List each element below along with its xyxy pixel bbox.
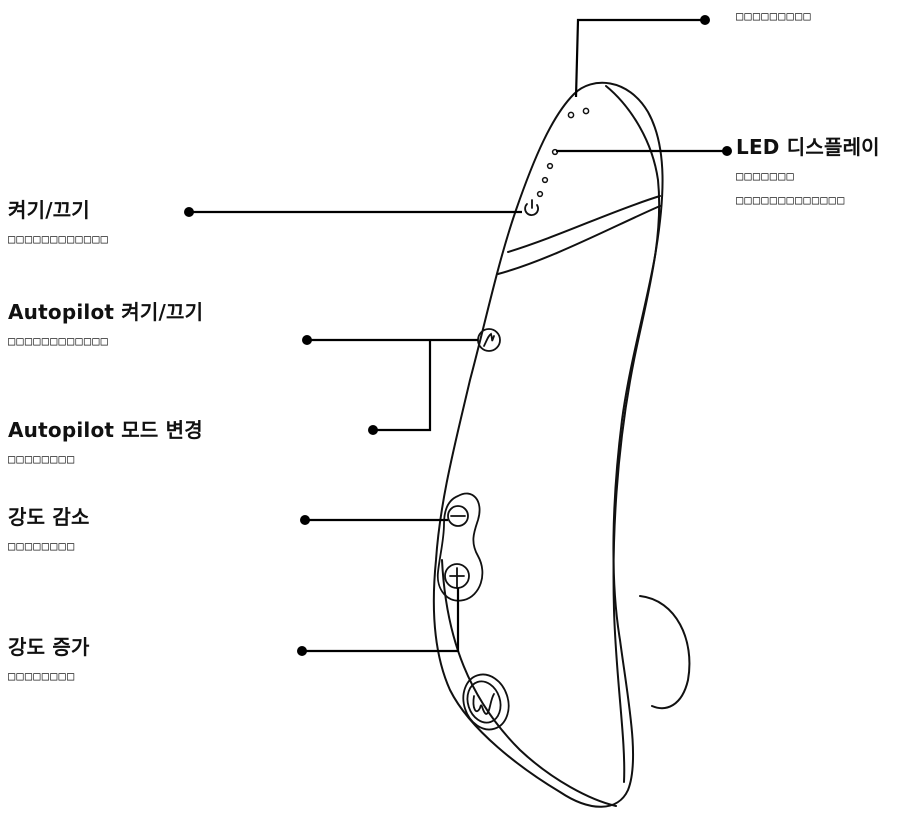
label-top-desc-1: □□□□□□□□□ bbox=[736, 9, 812, 23]
leader-dot-power bbox=[184, 207, 194, 217]
label-intensity-up-title: 강도 증가 bbox=[8, 635, 90, 659]
device-inner-contour bbox=[605, 85, 661, 783]
power-icon[interactable] bbox=[524, 199, 539, 216]
leader-dot-led bbox=[722, 146, 732, 156]
device-rear-bulge bbox=[639, 595, 691, 710]
label-intensity-down: 강도 감소 □□□□□□□□ bbox=[8, 504, 90, 556]
label-intensity-up: 강도 증가 □□□□□□□□ bbox=[8, 634, 90, 686]
device-front-contour bbox=[441, 559, 617, 807]
sensor-dot-1 bbox=[567, 111, 575, 119]
leader-line-top bbox=[574, 18, 705, 98]
label-led-display-title: LED 디스플레이 bbox=[736, 135, 880, 159]
device-top-band-upper bbox=[507, 195, 661, 253]
label-intensity-down-desc: □□□□□□□□ bbox=[8, 539, 76, 553]
label-intensity-down-title: 강도 감소 bbox=[8, 505, 90, 529]
label-autopilot-mode-title: Autopilot 모드 변경 bbox=[8, 418, 203, 442]
label-autopilot-toggle-desc: □□□□□□□□□□□□ bbox=[8, 334, 110, 348]
label-autopilot-toggle-title: Autopilot 켜기/끄기 bbox=[8, 300, 204, 324]
sensor-dot-2 bbox=[582, 107, 590, 115]
label-power-title: 켜기/끄기 bbox=[8, 198, 90, 222]
led-dot-2 bbox=[546, 162, 554, 170]
label-led-display-desc-2: □□□□□□□□□□□□□ bbox=[736, 193, 846, 207]
leader-dot-autopilot-mode bbox=[368, 425, 378, 435]
label-power: 켜기/끄기 □□□□□□□□□□□□ bbox=[8, 197, 109, 249]
leader-dot-autopilot-toggle bbox=[302, 335, 312, 345]
plus-icon[interactable] bbox=[444, 563, 470, 589]
label-intensity-up-desc: □□□□□□□□ bbox=[8, 669, 76, 683]
label-led-display: LED 디스플레이 □□□□□□□ □□□□□□□□□□□□□ bbox=[736, 134, 880, 210]
leader-dot-top bbox=[700, 15, 710, 25]
button-cluster-outline bbox=[436, 492, 484, 602]
label-autopilot-toggle: Autopilot 켜기/끄기 □□□□□□□□□□□□ bbox=[8, 299, 203, 351]
label-power-desc: □□□□□□□□□□□□ bbox=[8, 232, 110, 246]
leader-line-autopilot-mode bbox=[373, 340, 432, 432]
leader-dot-intensity-down bbox=[300, 515, 310, 525]
label-top: □□□□□□□□□ bbox=[736, 6, 812, 26]
led-dot-4 bbox=[536, 190, 544, 198]
label-autopilot-mode: Autopilot 모드 변경 □□□□□□□□ bbox=[8, 417, 203, 469]
autopilot-icon[interactable] bbox=[477, 328, 501, 352]
leader-line-intensity-up bbox=[302, 588, 460, 653]
label-autopilot-mode-desc: □□□□□□□□ bbox=[8, 452, 76, 466]
label-led-display-desc-1: □□□□□□□ bbox=[736, 169, 795, 183]
leader-dot-intensity-up bbox=[297, 646, 307, 656]
device-top-band-lower bbox=[497, 205, 661, 275]
led-dot-3 bbox=[541, 176, 549, 184]
minus-icon[interactable] bbox=[447, 505, 469, 527]
brand-logo-icon bbox=[462, 673, 510, 731]
